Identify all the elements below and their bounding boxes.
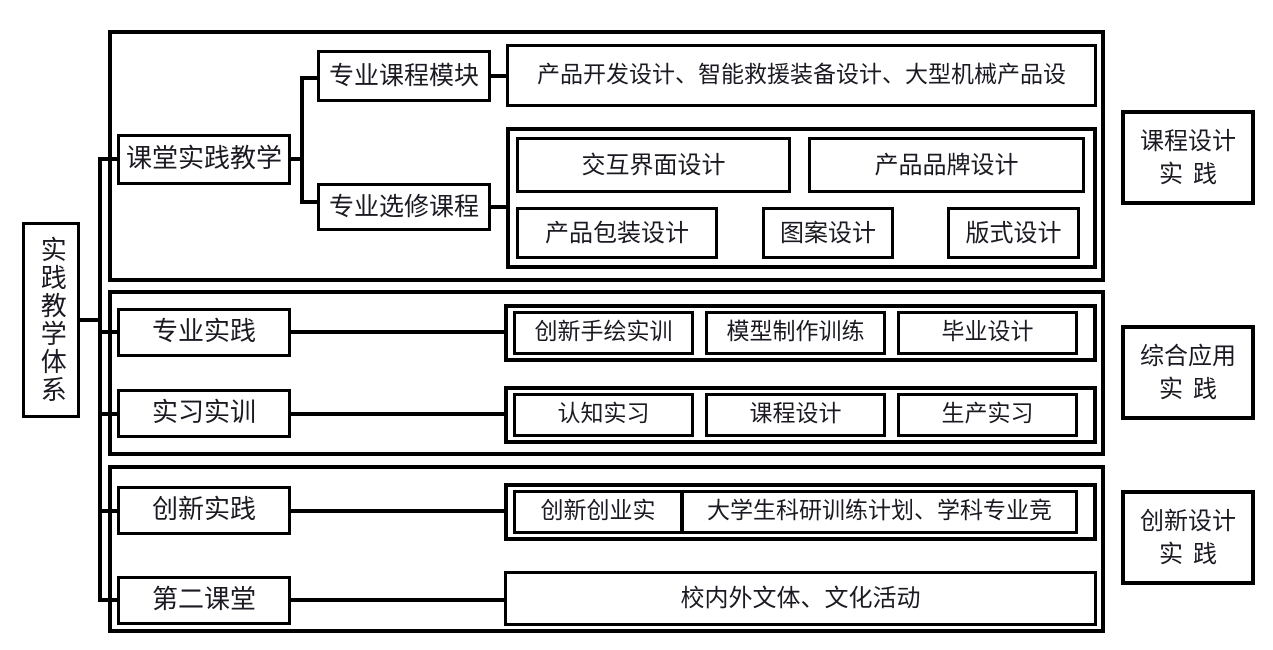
- category-comprehensive-application-practice: 综合应用 实践: [1121, 325, 1255, 420]
- node-major-elective-course-label: 专业选修课程: [328, 192, 479, 222]
- item-creative-sketch-training: 创新手绘实训: [513, 311, 694, 355]
- node-major-course-module-label: 专业课程模块: [328, 61, 479, 91]
- item-campus-culture-activities: 校内外文体、文化活动: [504, 571, 1097, 626]
- item-pattern-design: 图案设计: [762, 207, 894, 259]
- innovation-practice-connector: [291, 509, 506, 513]
- trunk-vertical-line: [98, 158, 102, 602]
- category-course-design-practice-line1: 课程设计: [1140, 127, 1236, 156]
- item-product-packaging-design: 产品包装设计: [516, 207, 718, 259]
- category-innovation-design-practice-line2: 实践: [1159, 539, 1227, 568]
- item-graduation-design-label: 毕业设计: [941, 319, 1034, 346]
- classroom-bracket-top-arm: [300, 76, 320, 80]
- node-professional-practice-label: 专业实践: [151, 317, 256, 348]
- classroom-bracket-vertical: [300, 76, 304, 204]
- item-layout-design-label: 版式设计: [965, 218, 1062, 247]
- node-major-course-module: 专业课程模块: [317, 50, 491, 102]
- category-course-design-practice: 课程设计 实践: [1121, 110, 1255, 205]
- item-course-design-label: 课程设计: [749, 401, 842, 428]
- item-cognitive-internship-label: 认知实习: [557, 401, 650, 428]
- item-layout-design: 版式设计: [947, 207, 1080, 259]
- classroom-bracket-stub: [291, 157, 304, 161]
- category-comprehensive-application-practice-line2: 实践: [1159, 374, 1227, 403]
- professional-practice-connector: [291, 330, 506, 334]
- item-innovation-entrepreneurship: 创新创业实: [513, 490, 683, 534]
- major-course-module-connector: [491, 74, 507, 78]
- node-classroom-teaching: 课堂实践教学: [117, 134, 291, 185]
- category-course-design-practice-line2: 实践: [1159, 159, 1227, 188]
- item-product-packaging-design-label: 产品包装设计: [545, 218, 689, 247]
- item-major-course-list-label: 产品开发设计、智能救援装备设计、大型机械产品设: [537, 61, 1066, 88]
- branch-stub-classroom: [98, 157, 120, 161]
- item-cognitive-internship: 认知实习: [513, 393, 694, 437]
- item-interaction-ui-design: 交互界面设计: [516, 137, 791, 193]
- node-innovation-practice-label: 创新实践: [151, 495, 256, 526]
- category-innovation-design-practice: 创新设计 实践: [1121, 490, 1255, 585]
- item-product-brand-design-label: 产品品牌设计: [874, 150, 1019, 179]
- internship-training-connector: [291, 412, 506, 416]
- root-node-label: 实践教学体系: [36, 236, 67, 404]
- node-classroom-teaching-label: 课堂实践教学: [125, 144, 282, 175]
- second-classroom-connector: [291, 598, 506, 602]
- item-major-course-list: 产品开发设计、智能救援装备设计、大型机械产品设: [506, 44, 1097, 107]
- branch-stub-innovation-practice: [98, 509, 120, 513]
- item-interaction-ui-design-label: 交互界面设计: [581, 150, 726, 179]
- item-graduation-design: 毕业设计: [897, 311, 1078, 355]
- item-production-internship: 生产实习: [897, 393, 1078, 437]
- item-student-research-competition: 大学生科研训练计划、学科专业竞: [681, 490, 1078, 534]
- root-node: 实践教学体系: [22, 222, 80, 418]
- node-internship-training-label: 实习实训: [151, 398, 256, 429]
- branch-stub-internship-training: [98, 412, 120, 416]
- branch-stub-second-classroom: [98, 598, 120, 602]
- item-student-research-competition-label: 大学生科研训练计划、学科专业竞: [707, 498, 1052, 525]
- item-course-design: 课程设计: [705, 393, 886, 437]
- node-second-classroom-label: 第二课堂: [151, 585, 256, 616]
- node-professional-practice: 专业实践: [117, 308, 291, 357]
- node-innovation-practice: 创新实践: [117, 486, 291, 535]
- category-comprehensive-application-practice-line1: 综合应用: [1140, 342, 1236, 371]
- item-product-brand-design: 产品品牌设计: [808, 137, 1085, 193]
- item-campus-culture-activities-label: 校内外文体、文化活动: [680, 584, 921, 613]
- node-internship-training: 实习实训: [117, 389, 291, 438]
- item-creative-sketch-training-label: 创新手绘实训: [534, 319, 673, 346]
- node-major-elective-course: 专业选修课程: [317, 183, 491, 231]
- item-production-internship-label: 生产实习: [941, 401, 1034, 428]
- item-model-making-training-label: 模型制作训练: [726, 319, 865, 346]
- item-pattern-design-label: 图案设计: [780, 218, 876, 247]
- classroom-bracket-bottom-arm: [300, 200, 320, 204]
- category-innovation-design-practice-line1: 创新设计: [1140, 507, 1236, 536]
- item-innovation-entrepreneurship-label: 创新创业实: [540, 498, 656, 525]
- major-elective-connector: [491, 205, 507, 209]
- item-model-making-training: 模型制作训练: [705, 311, 886, 355]
- branch-stub-professional-practice: [98, 330, 120, 334]
- node-second-classroom: 第二课堂: [117, 576, 291, 625]
- root-connector-line: [80, 318, 102, 322]
